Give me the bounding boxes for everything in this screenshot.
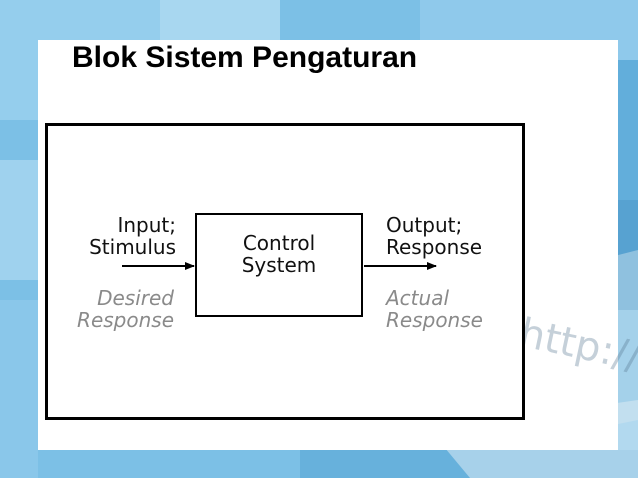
actual-label-line1: Actual [386,286,450,310]
desired-label-line2: Response [77,308,174,332]
actual-response-label: Actual Response [386,287,483,331]
control-system-label: Control System [195,232,363,276]
actual-label-line2: Response [386,308,483,332]
input-label: Input; Stimulus [70,214,176,258]
control-system-block [195,213,363,317]
slide-title: Blok Sistem Pengaturan [72,41,418,74]
output-label: Output; Response [386,214,482,258]
block-label-line1: Control [242,231,316,255]
block-label-line2: System [241,253,317,277]
title-panel [38,40,618,98]
output-label-line2: Response [386,235,483,259]
input-label-line2: Stimulus [89,235,176,259]
desired-response-label: Desired Response [50,287,174,331]
output-label-line1: Output; [386,213,463,237]
desired-label-line1: Desired [97,286,174,310]
input-label-line1: Input; [117,213,176,237]
